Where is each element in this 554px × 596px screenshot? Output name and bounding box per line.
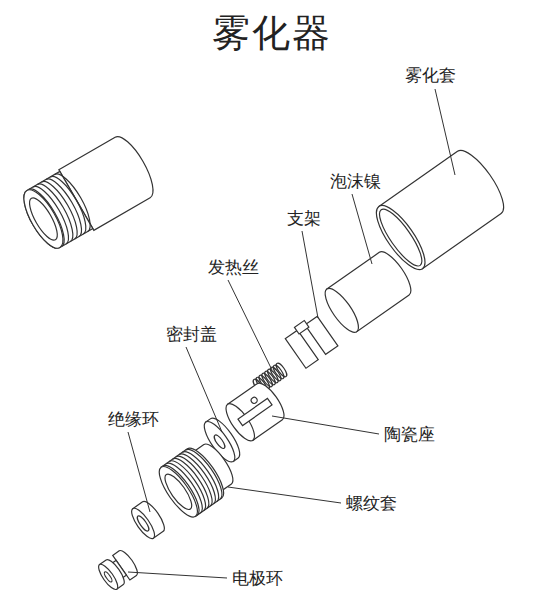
leader-line [128,572,227,578]
part-label: 密封盖 [166,325,217,344]
leader-line [128,432,150,512]
part-label: 螺纹套 [346,494,397,513]
part-label: 雾化套 [405,66,456,85]
foam-nickel [320,247,417,337]
thread-stroke [55,169,97,232]
assembled-atomizer [16,131,161,255]
bracket [283,313,338,368]
assembled-end [17,184,71,253]
part-label: 陶瓷座 [384,425,435,444]
leader-lines [128,89,455,578]
leader-line [186,347,222,432]
leader-line [302,231,318,318]
leader-line [435,89,455,175]
leader-line [272,416,379,434]
electrode-ring [95,548,140,592]
assembled-end-inner [25,194,63,244]
part-label: 泡沫镍 [330,172,381,191]
threaded-sleeve [153,435,241,522]
leader-line [228,280,272,370]
title: 雾化器 [212,8,332,59]
leader-line [228,487,341,503]
thread-stroke [186,444,229,499]
assembled-thread [17,171,93,253]
part-label: 发热丝 [208,258,259,277]
part-label: 电极环 [232,569,283,588]
part-label: 支架 [287,209,321,228]
leader-line [352,194,372,264]
part-label: 绝缘环 [108,410,159,429]
coil-winding [274,362,288,379]
